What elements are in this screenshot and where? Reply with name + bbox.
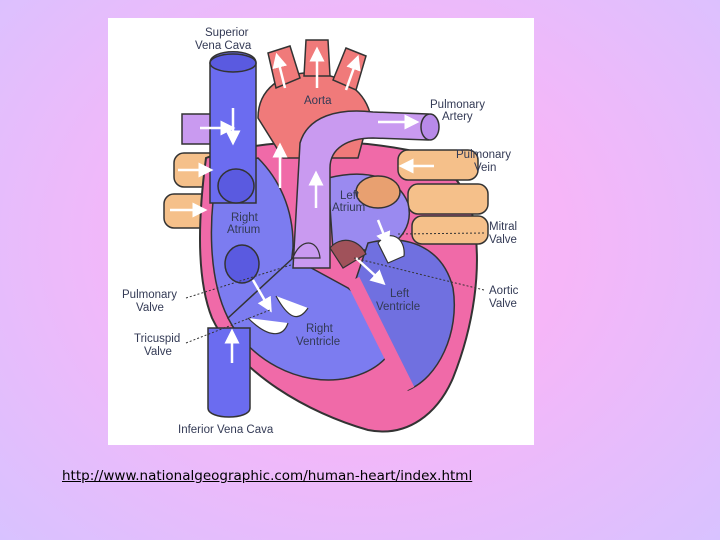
- pulmonary-vein-right: [397, 149, 489, 245]
- label-left-atrium-line1: Left: [340, 190, 360, 202]
- label-aorta: Aorta: [304, 95, 332, 107]
- label-superior-vena-cava-line2: Vena Cava: [195, 40, 252, 52]
- label-tricuspid-valve-line1: Tricuspid: [134, 333, 180, 345]
- septum: [346, 276, 415, 394]
- label-right-ventricle-line2: Ventricle: [296, 336, 340, 348]
- label-tricuspid-valve-line2: Valve: [144, 346, 172, 358]
- label-pulmonary-artery-line2: Artery: [442, 111, 473, 123]
- label-aortic-valve-line2: Valve: [489, 298, 517, 310]
- label-left-ventricle-line2: Ventricle: [376, 301, 420, 313]
- label-pulmonary-valve-line2: Valve: [136, 302, 164, 314]
- label-superior-vena-cava-line1: Superior: [205, 27, 249, 39]
- pulmonary-artery-opening: [420, 113, 440, 141]
- label-pulmonary-valve-line1: Pulmonary: [122, 289, 177, 301]
- vena-cava-top-opening: [209, 53, 257, 73]
- heart-diagram-panel: Superior Vena Cava Aorta Pulmonary Arter…: [108, 18, 534, 445]
- label-pulmonary-vein-line1: Pulmonary: [456, 149, 511, 161]
- label-pulmonary-artery-line1: Pulmonary: [430, 99, 485, 111]
- label-aortic-valve-line1: Aortic: [489, 285, 519, 297]
- label-left-ventricle-line1: Left: [390, 288, 410, 300]
- label-mitral-valve-line1: Mitral: [489, 221, 517, 233]
- label-right-atrium-line1: Right: [231, 212, 259, 224]
- valves: [247, 235, 405, 335]
- coronary-sinus-opening: [224, 244, 260, 284]
- heart-diagram: Superior Vena Cava Aorta Pulmonary Arter…: [122, 27, 519, 436]
- label-right-atrium-line2: Atrium: [227, 224, 260, 236]
- label-left-atrium-line2: Atrium: [332, 202, 365, 214]
- label-pointer-lines: [185, 232, 485, 344]
- label-pulmonary-vein-line2: Vein: [474, 162, 496, 174]
- label-right-ventricle-line1: Right: [306, 323, 334, 335]
- inferior-vena-cava: [207, 327, 251, 418]
- vena-cava-opening: [217, 168, 255, 204]
- source-link[interactable]: http://www.nationalgeographic.com/human-…: [62, 468, 473, 484]
- label-inferior-vena-cava: Inferior Vena Cava: [178, 424, 274, 436]
- label-mitral-valve-line2: Valve: [489, 234, 517, 246]
- pulmonary-vein-opening: [355, 175, 401, 209]
- flow-arrows: [170, 46, 434, 363]
